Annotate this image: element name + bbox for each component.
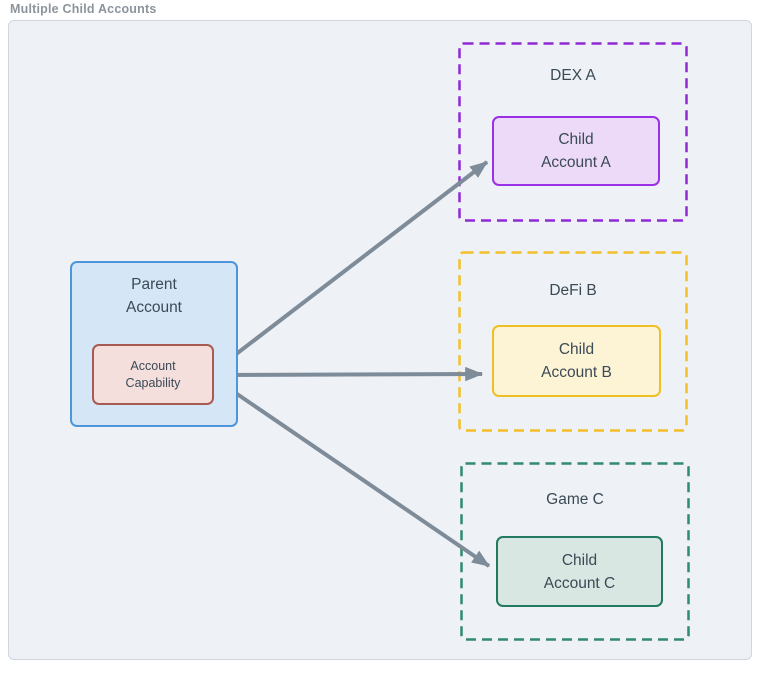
- group-defi-b-label: DeFi B: [549, 282, 597, 299]
- child-account-c-box: Child Account C: [496, 536, 663, 607]
- child-account-a-label: Child Account A: [541, 131, 611, 171]
- child-account-b-box: Child Account B: [492, 325, 661, 397]
- diagram-title: Multiple Child Accounts: [10, 2, 157, 16]
- group-dex-a-label: DEX A: [550, 67, 596, 84]
- group-game-c-label: Game C: [546, 491, 604, 508]
- account-capability-label: Account Capability: [125, 358, 181, 390]
- child-account-c-label: Child Account C: [543, 551, 616, 592]
- child-account-b-label: Child Account B: [541, 341, 612, 381]
- parent-account-label: Parent Account: [125, 276, 182, 316]
- account-capability-box: Account Capability: [92, 344, 214, 405]
- child-account-a-box: Child Account A: [492, 116, 660, 186]
